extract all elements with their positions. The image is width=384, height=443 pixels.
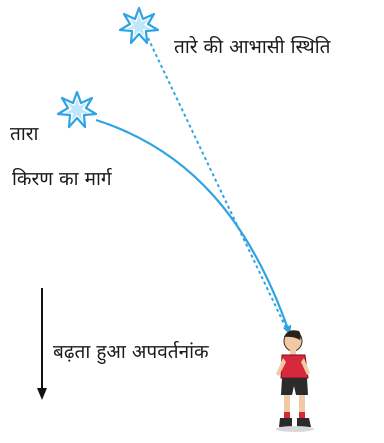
down-arrow-icon (37, 288, 47, 400)
observer-person (276, 330, 314, 432)
apparent-position-label: तारे की आभासी स्थिति (174, 35, 332, 58)
ray-path-curve (96, 120, 289, 332)
real-star-icon (58, 92, 96, 127)
ray-path-label: किरण का मार्ग (12, 167, 113, 190)
refractive-index-label: बढ़ता हुआ अपवर्तनांक (53, 340, 209, 365)
star-label: तारा (10, 123, 40, 145)
apparent-star-icon (120, 8, 158, 43)
apparent-line-of-sight (148, 38, 287, 330)
